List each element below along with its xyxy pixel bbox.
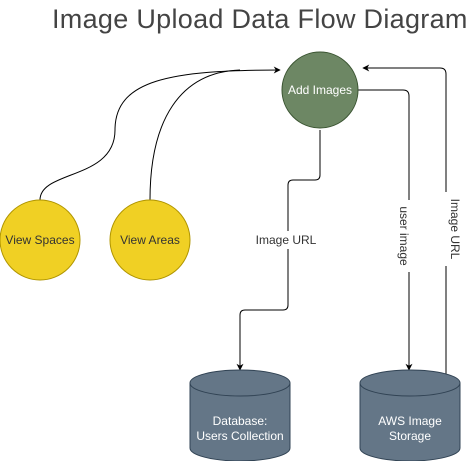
edge-add-images-to-database xyxy=(236,130,321,371)
edge-view-areas-to-add-images xyxy=(149,69,241,201)
node-aws-storage-label-2: Storage xyxy=(389,429,431,443)
edge-add-images-to-aws xyxy=(358,89,413,371)
edge-label-bg xyxy=(437,192,455,266)
node-aws-storage: AWS Image Storage xyxy=(359,369,461,461)
edge-label-user-image: user image xyxy=(397,206,411,266)
edge-view-spaces-to-add-images xyxy=(39,66,281,201)
edge-label-image-url-db: Image URL xyxy=(256,233,317,247)
node-view-areas-label: View Areas xyxy=(120,233,180,247)
diagram-title: Image Upload Data Flow Diagram xyxy=(52,4,466,34)
node-view-areas: View Areas xyxy=(109,199,191,281)
node-users-database-label-2: Users Collection xyxy=(196,429,283,443)
node-add-images: Add Images xyxy=(281,51,359,129)
node-view-spaces: View Spaces xyxy=(0,199,81,281)
edge-label-image-url-aws: Image URL xyxy=(448,199,462,260)
edge-aws-to-add-images xyxy=(362,64,447,375)
edge-label-bg xyxy=(248,231,324,249)
node-aws-storage-label-1: AWS Image xyxy=(378,414,442,428)
node-view-spaces-label: View Spaces xyxy=(5,233,74,247)
node-add-images-label: Add Images xyxy=(288,83,352,97)
node-users-database: Database: Users Collection xyxy=(189,369,291,461)
edge-label-bg xyxy=(396,200,414,272)
node-users-database-label-1: Database: xyxy=(213,414,268,428)
